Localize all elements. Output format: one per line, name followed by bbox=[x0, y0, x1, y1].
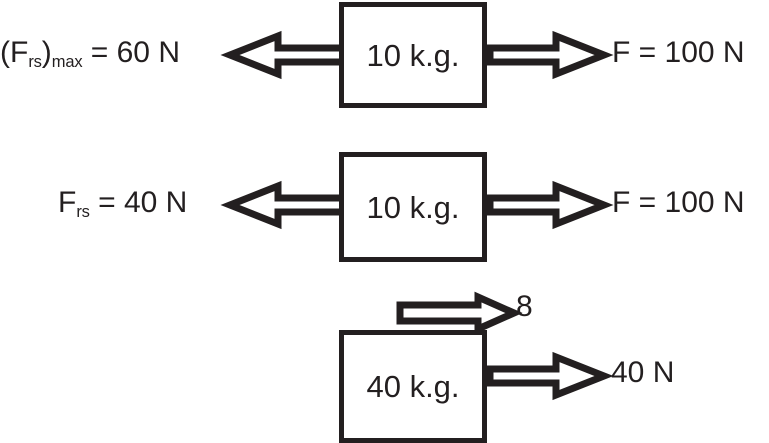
row-3-top-arrow bbox=[396, 291, 523, 335]
row-1-left-force-subscript-max: max bbox=[51, 52, 83, 71]
row-2-left-arrow bbox=[220, 180, 348, 230]
row-2-right-force-label: F = 100 N bbox=[612, 186, 745, 219]
row-1-right-force-label: F = 100 N bbox=[612, 36, 745, 69]
row-3-right-force-label: 40 N bbox=[611, 356, 675, 389]
diagram-row-1: (Frs)max = 60 N 10 k.g. F = 100 N bbox=[0, 0, 769, 120]
row-3-top-force-label: 8 bbox=[516, 290, 533, 323]
row-1-left-force-value: = 60 N bbox=[82, 36, 180, 69]
row-1-mass-label: 10 k.g. bbox=[366, 37, 460, 73]
row-2-right-arrow bbox=[486, 180, 614, 230]
row-1-left-force-open: (F bbox=[0, 36, 29, 69]
row-3-mass-label: 40 k.g. bbox=[366, 369, 460, 404]
row-1-left-force-close: ) bbox=[41, 36, 52, 69]
row-2-left-force-value: = 40 N bbox=[89, 186, 188, 219]
row-1-left-arrow bbox=[220, 30, 348, 80]
diagram-row-3: 8 40 k.g. 40 N bbox=[0, 280, 769, 443]
row-1-left-force-label: (Frs)max = 60 N bbox=[0, 36, 180, 71]
row-2-left-force-symbol: F bbox=[58, 186, 77, 219]
row-3-mass-block: 40 k.g. bbox=[339, 330, 487, 443]
row-2-mass-label: 10 k.g. bbox=[366, 189, 460, 225]
row-2-left-force-label: Frs = 40 N bbox=[58, 186, 188, 221]
row-1-mass-block: 10 k.g. bbox=[339, 2, 487, 108]
row-2-left-force-subscript-rs: rs bbox=[76, 202, 90, 221]
diagram-row-2: Frs = 40 N 10 k.g. F = 100 N bbox=[0, 140, 769, 270]
row-3-right-arrow bbox=[486, 351, 614, 401]
row-1-left-force-subscript-rs: rs bbox=[28, 52, 42, 71]
row-1-right-arrow bbox=[486, 30, 614, 80]
row-2-mass-block: 10 k.g. bbox=[339, 152, 487, 262]
